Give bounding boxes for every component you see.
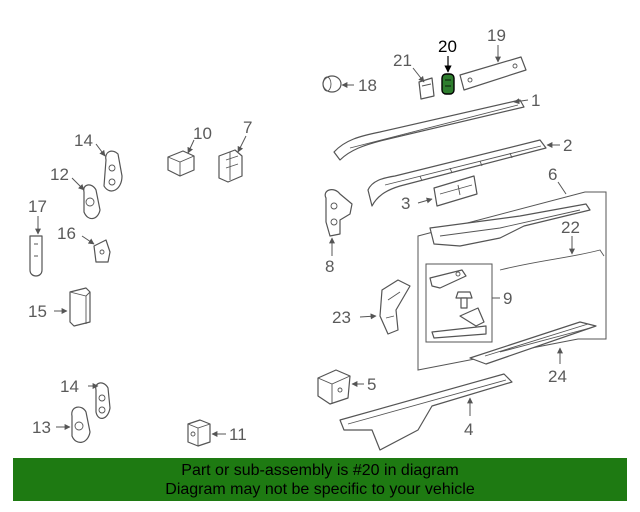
callout-23: 23 bbox=[332, 308, 351, 327]
callout-14-lower: 14 bbox=[60, 377, 79, 396]
part-7-hinge[interactable] bbox=[218, 135, 247, 183]
callout-13: 13 bbox=[32, 418, 51, 437]
part-9-link-arm[interactable] bbox=[429, 269, 467, 289]
callout-4: 4 bbox=[464, 420, 473, 439]
banner-line-1: Part or sub-assembly is #20 in diagram bbox=[181, 462, 459, 479]
part-13-hinge-plate[interactable] bbox=[56, 406, 91, 443]
part-info-banner: Part or sub-assembly is #20 in diagram D… bbox=[13, 458, 627, 501]
callout-11: 11 bbox=[229, 425, 247, 444]
part-15-striker-box[interactable] bbox=[54, 287, 91, 327]
part-24-sill-plate[interactable] bbox=[469, 321, 597, 365]
group-6-outline bbox=[417, 181, 607, 371]
callout-6: 6 bbox=[548, 165, 557, 184]
callout-1: 1 bbox=[531, 91, 540, 110]
part-19-trim-strip[interactable] bbox=[459, 45, 527, 91]
banner-line-2: Diagram may not be specific to your vehi… bbox=[165, 481, 475, 498]
callout-24: 24 bbox=[548, 367, 567, 386]
part-1-weatherstrip[interactable] bbox=[333, 98, 529, 161]
part-10-hinge-block[interactable] bbox=[167, 139, 195, 177]
part-20-clip-highlighted[interactable] bbox=[441, 56, 455, 95]
callout-21: 21 bbox=[393, 51, 412, 70]
callout-2: 2 bbox=[563, 136, 572, 155]
callout-18: 18 bbox=[358, 76, 377, 95]
callout-9: 9 bbox=[503, 289, 512, 308]
callout-5: 5 bbox=[367, 375, 376, 394]
part-23-bracket-arm[interactable] bbox=[359, 279, 411, 335]
part-14-hinge-upper[interactable] bbox=[95, 143, 123, 192]
part-22-rod[interactable] bbox=[499, 236, 605, 271]
callout-22: 22 bbox=[561, 218, 580, 237]
callout-7: 7 bbox=[243, 118, 252, 137]
callout-14-upper: 14 bbox=[74, 131, 93, 150]
callout-10: 10 bbox=[193, 124, 212, 143]
part-8-door-check[interactable] bbox=[324, 189, 353, 256]
part-16-small-bracket[interactable] bbox=[81, 235, 111, 263]
callout-12: 12 bbox=[50, 165, 69, 184]
callout-17: 17 bbox=[28, 197, 47, 216]
callout-19: 19 bbox=[487, 26, 506, 45]
part-5-lock-bracket[interactable] bbox=[317, 369, 364, 405]
part-9-bolt[interactable] bbox=[455, 291, 473, 309]
part-9-plate[interactable] bbox=[431, 307, 487, 339]
part-3-channel-bracket[interactable] bbox=[417, 175, 478, 207]
callout-16: 16 bbox=[57, 224, 76, 243]
part-4-lower-trim[interactable] bbox=[339, 373, 513, 451]
callout-20: 20 bbox=[438, 37, 457, 56]
callout-3: 3 bbox=[401, 194, 410, 213]
group-9-box bbox=[425, 263, 500, 343]
part-6-regulator-arm[interactable] bbox=[429, 203, 591, 247]
part-17-strap[interactable] bbox=[29, 216, 43, 277]
callout-8: 8 bbox=[325, 257, 334, 276]
part-14-hinge-lower[interactable] bbox=[88, 382, 111, 419]
part-21-bracket[interactable] bbox=[412, 67, 435, 100]
callout-15: 15 bbox=[28, 302, 47, 321]
part-12-hinge-plate[interactable] bbox=[71, 177, 101, 220]
part-2-rail[interactable] bbox=[367, 139, 560, 207]
part-11-bracket[interactable] bbox=[187, 419, 226, 447]
part-18-bumper[interactable] bbox=[322, 75, 354, 93]
